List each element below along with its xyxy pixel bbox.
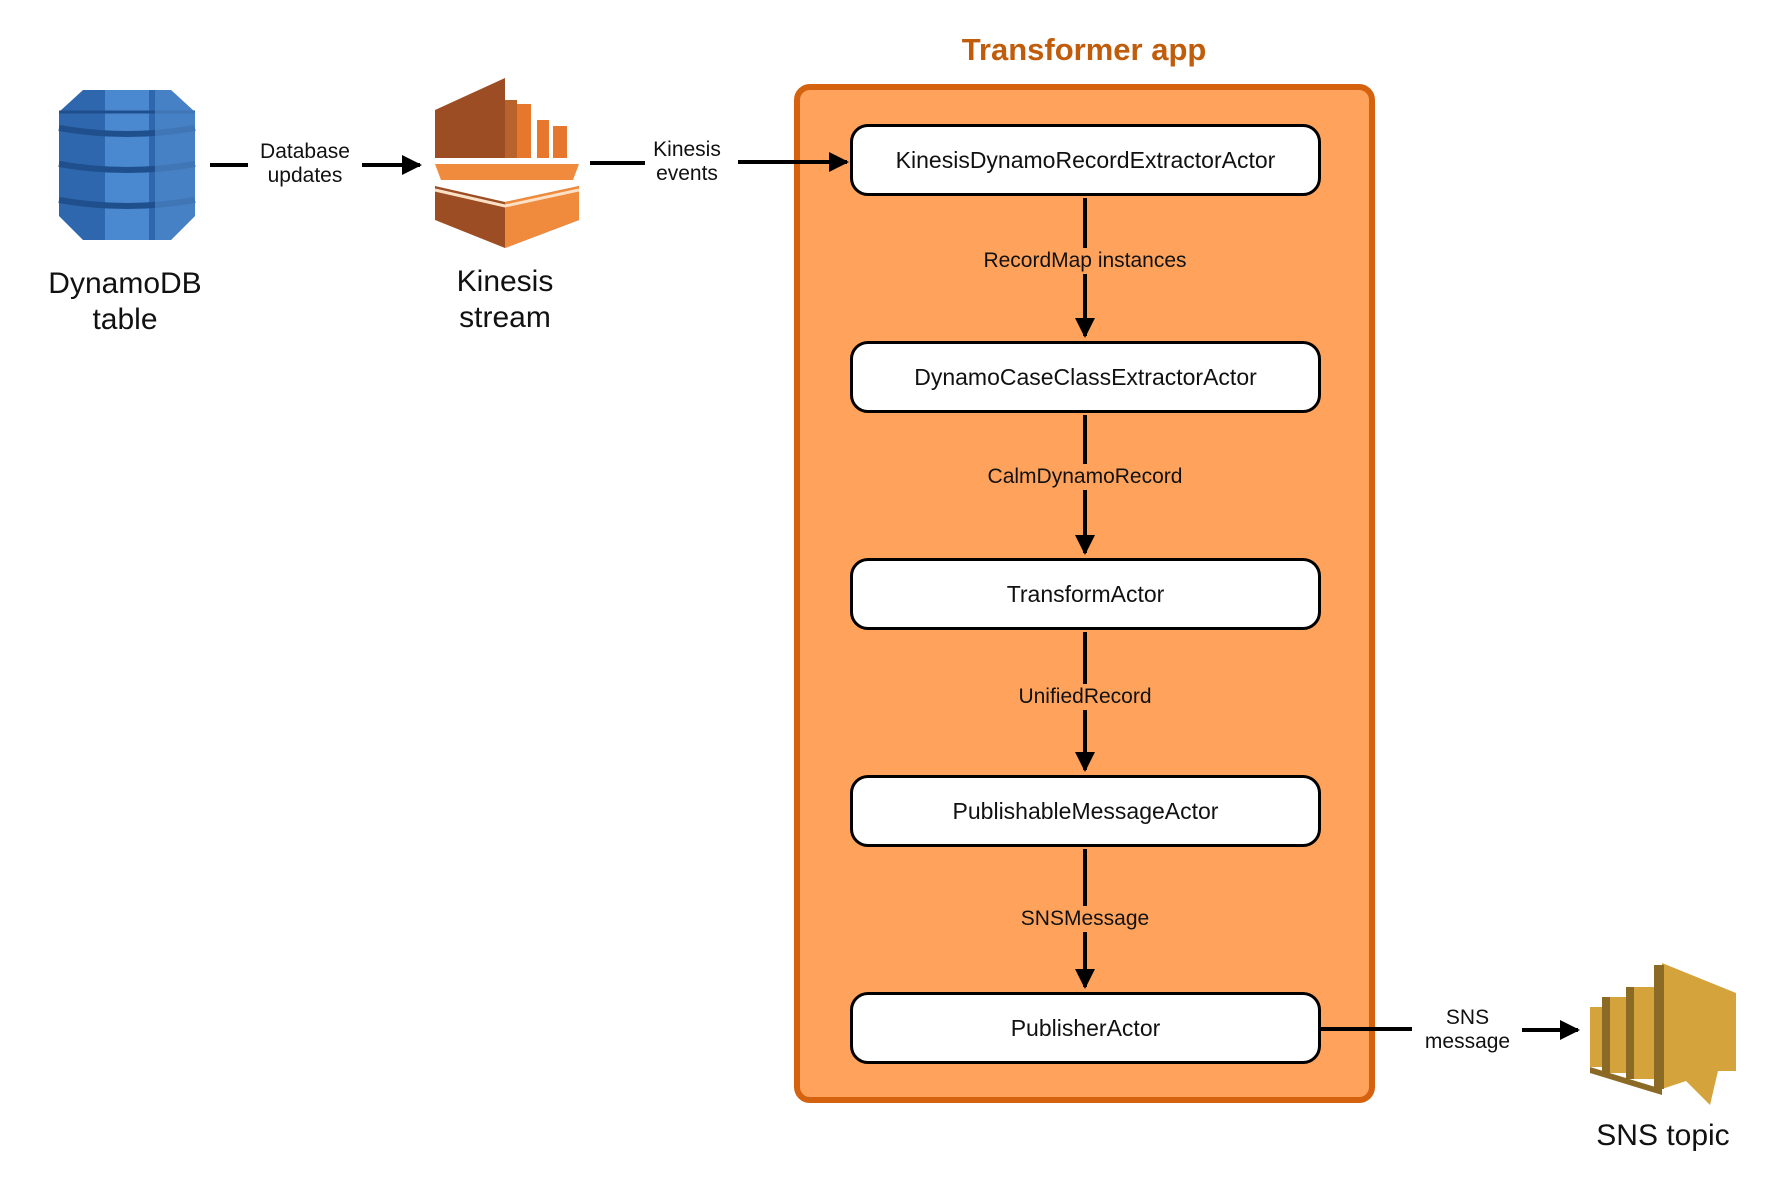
kinesis-label: Kinesis stream bbox=[456, 265, 554, 334]
sns-icon bbox=[1590, 963, 1736, 1105]
dynamodb-label: DynamoDB table bbox=[48, 267, 202, 336]
transformer-app-title: Transformer app bbox=[961, 32, 1207, 67]
message-sns-message: SNSMessage bbox=[885, 906, 1285, 932]
actor-transform: TransformActor bbox=[850, 558, 1321, 630]
message-record-map-instances: RecordMap instances bbox=[885, 248, 1285, 274]
actor-dynamo-case-class-extractor: DynamoCaseClassExtractorActor bbox=[850, 341, 1321, 413]
edge-label-kinesis-events: Kinesis events bbox=[653, 138, 721, 186]
actor-publishable-message: PublishableMessageActor bbox=[850, 775, 1321, 847]
message-unified-record: UnifiedRecord bbox=[885, 684, 1285, 710]
edge-label-sns-message: SNS message bbox=[1424, 1006, 1511, 1054]
edge-label-database-updates: Database updates bbox=[260, 140, 350, 188]
actor-publisher: PublisherActor bbox=[850, 992, 1321, 1064]
message-calm-dynamo-record: CalmDynamoRecord bbox=[885, 464, 1285, 490]
kinesis-icon bbox=[434, 78, 579, 248]
sns-label: SNS topic bbox=[1596, 1119, 1730, 1152]
actor-kinesis-dynamo-record-extractor: KinesisDynamoRecordExtractorActor bbox=[850, 124, 1321, 196]
dynamodb-icon bbox=[58, 90, 196, 240]
